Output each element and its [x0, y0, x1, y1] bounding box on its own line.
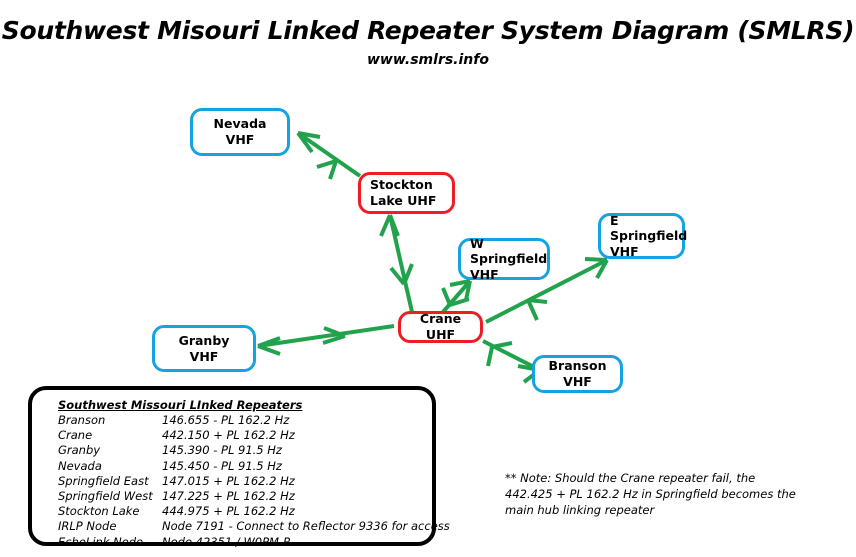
- page-subtitle: www.smlrs.info: [367, 52, 489, 68]
- legend-row: Springfield East 147.015 + PL 162.2 Hz: [58, 474, 432, 489]
- legend-repeater-value: 147.225 + PL 162.2 Hz: [162, 489, 295, 504]
- legend-repeater-name: EchoLink Node: [58, 534, 144, 549]
- legend-repeater-name: Springfield East: [58, 473, 149, 488]
- node-label: E Springfield VHF: [610, 212, 688, 259]
- legend-repeater-value: 145.450 - PL 91.5 Hz: [162, 458, 282, 473]
- legend-repeater-name: Springfield West: [58, 489, 153, 504]
- legend-repeater-value: Node 7191 - Connect to Reflector 9336 fo…: [162, 519, 450, 534]
- legend-row: Springfield West 147.225 + PL 162.2 Hz: [58, 489, 432, 504]
- node-branson-vhf[interactable]: Branson VHF: [532, 355, 623, 393]
- node-label: Crane UHF: [419, 311, 462, 342]
- node-label: W Springfield VHF: [470, 235, 548, 282]
- legend-repeater-name: Crane: [58, 428, 93, 443]
- legend-row: EchoLink Node Node 42351 / W0PM-R: [58, 535, 432, 550]
- legend-repeater-value: 146.655 - PL 162.2 Hz: [162, 413, 290, 427]
- legend-repeater-value: 147.015 + PL 162.2 Hz: [162, 473, 295, 488]
- node-nevada-vhf[interactable]: Nevada VHF: [190, 108, 290, 156]
- legend-repeater-value: Node 42351 / W0PM-R: [162, 534, 292, 549]
- legend-repeater-value: 444.975 + PL 162.2 Hz: [162, 504, 295, 519]
- page-title: Southwest Misouri Linked Repeater System…: [1, 16, 855, 45]
- legend-repeater-name: Branson: [58, 413, 106, 427]
- legend-row: Nevada 145.450 - PL 91.5 Hz: [58, 459, 432, 474]
- footnote-text: ** Note: Should the Crane repeater fail,…: [505, 471, 796, 517]
- node-label: Branson VHF: [548, 358, 607, 389]
- node-e-springfield-vhf[interactable]: E Springfield VHF: [598, 212, 688, 259]
- legend-repeater-name: IRLP Node: [58, 519, 117, 534]
- repeater-legend-box: Southwest Missouri LInked Repeaters Bran…: [28, 386, 450, 549]
- node-label: Granby VHF: [178, 332, 230, 364]
- link-stockton-nevada: [296, 131, 362, 180]
- legend-repeater-value: 145.390 - PL 91.5 Hz: [162, 443, 282, 458]
- node-crane-uhf[interactable]: Crane UHF: [398, 311, 483, 343]
- node-stockton-lake-uhf[interactable]: Stockton Lake UHF: [358, 172, 455, 214]
- legend-row: IRLP Node Node 7191 - Connect to Reflect…: [58, 519, 450, 534]
- node-label: Nevada VHF: [213, 116, 267, 147]
- legend-row: Branson 146.655 - PL 162.2 Hz: [58, 413, 432, 428]
- legend-repeater-name: Granby: [58, 443, 101, 458]
- link-crane-granby: [257, 324, 395, 356]
- node-granby-vhf[interactable]: Granby VHF: [152, 325, 256, 372]
- legend-repeater-value: 442.150 + PL 162.2 Hz: [162, 428, 295, 443]
- node-w-springfield-vhf[interactable]: W Springfield VHF: [458, 235, 550, 282]
- node-label: Stockton Lake UHF: [370, 177, 437, 208]
- link-crane-stockton: [379, 214, 414, 313]
- legend-row: Granby 145.390 - PL 91.5 Hz: [58, 443, 432, 458]
- link-crane-wspringfield: [441, 279, 472, 314]
- legend-repeater-name: Nevada: [58, 458, 102, 473]
- legend-row: Crane 442.150 + PL 162.2 Hz: [58, 428, 432, 443]
- legend-row: Stockton Lake 444.975 + PL 162.2 Hz: [58, 504, 432, 519]
- legend-repeater-name: Stockton Lake: [58, 504, 140, 519]
- legend-title: Southwest Missouri LInked Repeaters: [58, 398, 303, 412]
